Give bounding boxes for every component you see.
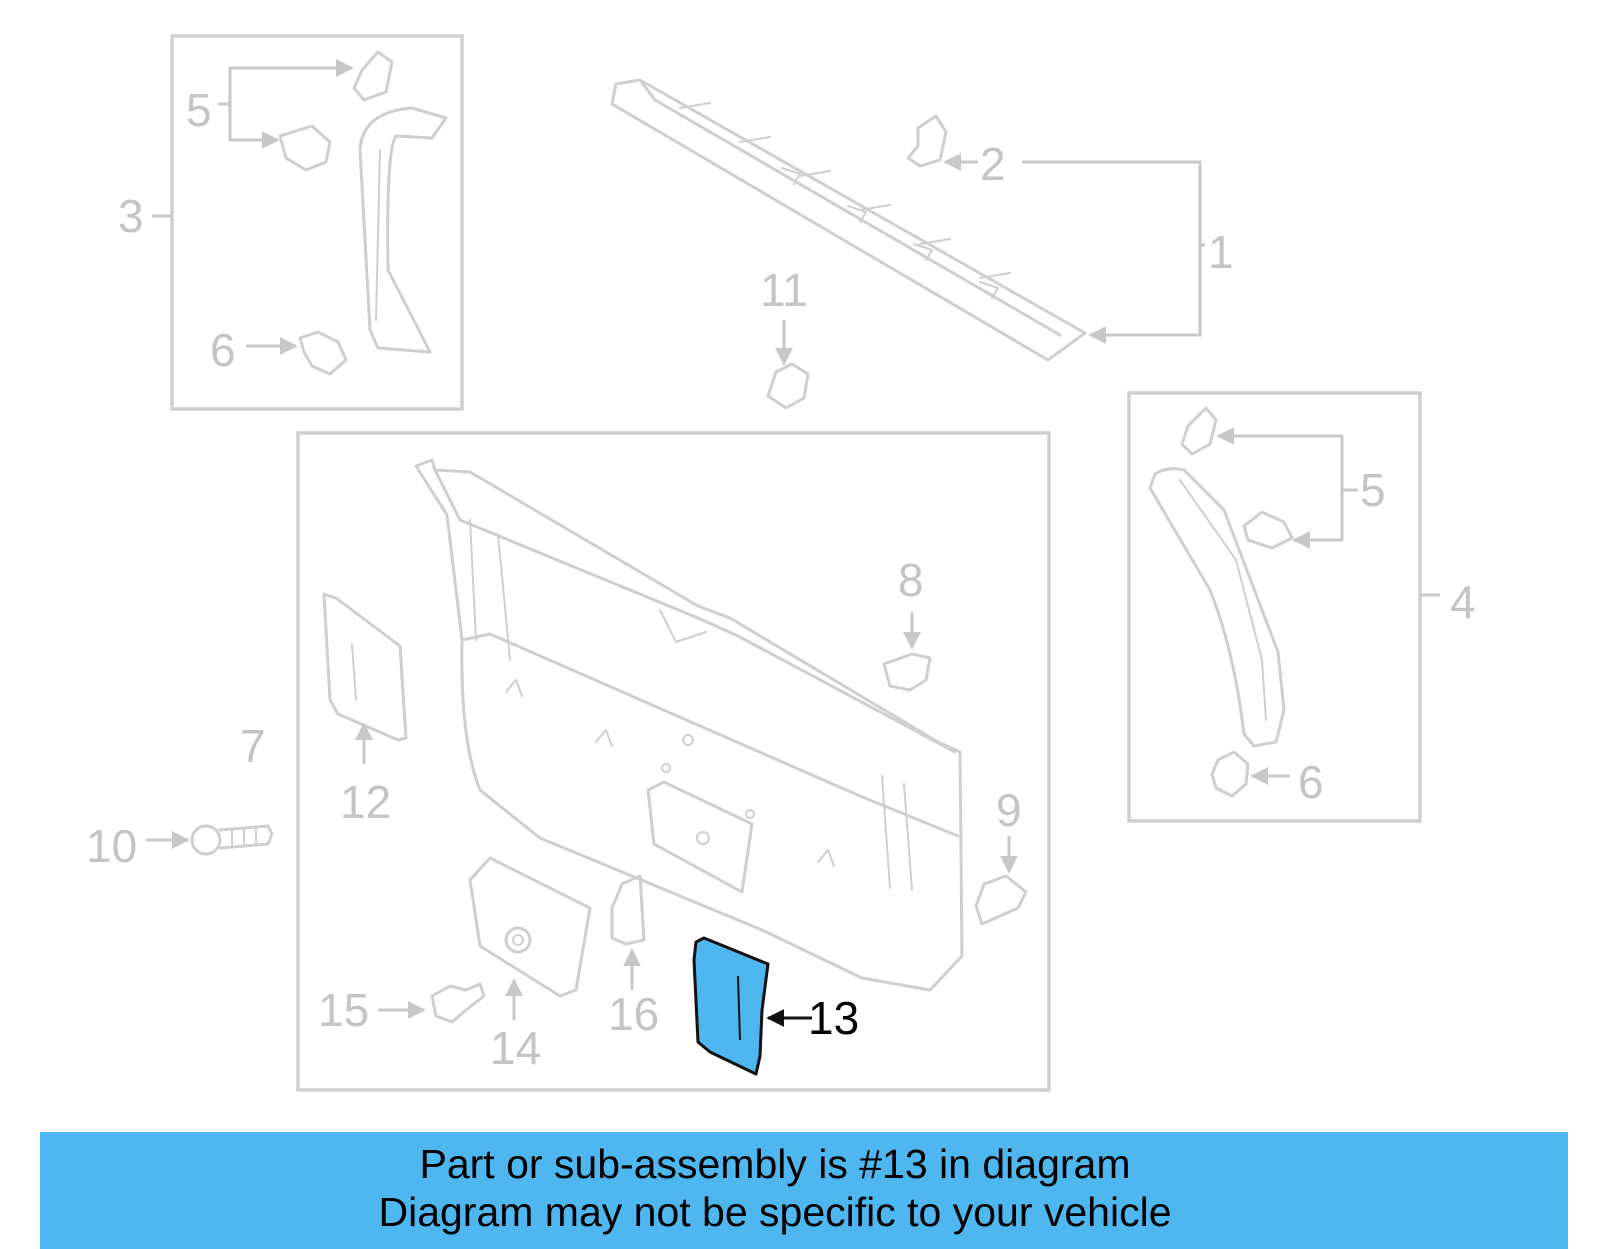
part-6-push-pin-right [1210,750,1250,798]
part-6-push-pin [298,330,348,376]
callout-12: 12 [340,776,391,828]
leader-5-right-b [1292,490,1344,549]
group-box-7 [296,431,1051,1092]
callout-13: 13 [808,992,859,1044]
callout-3: 3 [118,190,144,242]
callout-2: 2 [980,138,1006,190]
part-9-clip [974,874,1028,926]
callout-1: 1 [1208,226,1234,278]
part-13-highlighted[interactable] [692,936,770,1076]
leader-1 [1022,160,1205,247]
part-1-roof-rail [610,78,1087,362]
callout-6-right: 6 [1298,756,1324,808]
group-box-4 [1127,391,1422,823]
part-11-clip [766,362,810,410]
callout-16: 16 [608,988,659,1040]
banner-line-1: Part or sub-assembly is #13 in diagram [419,1141,1131,1187]
part-8-clip [882,652,932,692]
part-5-clip-d [1242,510,1294,550]
callout-7: 7 [240,720,266,772]
part-14-cover [468,856,592,998]
callout-10: 10 [86,820,137,872]
part-16-bracket [610,874,646,946]
leader-5-right [1216,427,1358,492]
part-15-push-pin [430,982,486,1024]
part-7-liftgate-panel [414,458,964,992]
part-3-pillar-trim [358,106,448,354]
part-5-clip-b [278,124,332,172]
part-4-pillar-trim [1148,467,1286,748]
info-banner: Part or sub-assembly is #13 in diagram D… [40,1132,1568,1249]
callout-6-left: 6 [210,324,236,376]
callout-5-right: 5 [1360,464,1386,516]
callout-8: 8 [898,554,924,606]
part-2-clip [906,114,948,168]
parts-diagram: 1 2 3 4 5 5 6 6 7 8 9 10 11 12 13 14 15 … [86,34,1476,1092]
callout-14: 14 [490,1022,541,1074]
group-box-3 [170,34,464,411]
callout-5-left: 5 [186,84,212,136]
part-10-screw [190,824,274,856]
leader-1b [1088,245,1202,344]
part-5-clip-c [1180,406,1218,456]
part-5-clip-a [352,50,394,102]
leader-5-left-b [228,104,280,149]
part-12-trim-piece [322,592,408,742]
callout-4: 4 [1450,576,1476,628]
leader-5-left [218,59,354,106]
callout-11: 11 [760,264,808,316]
banner-line-2: Diagram may not be specific to your vehi… [378,1189,1172,1235]
callout-15: 15 [318,984,369,1036]
callout-9: 9 [996,784,1022,836]
